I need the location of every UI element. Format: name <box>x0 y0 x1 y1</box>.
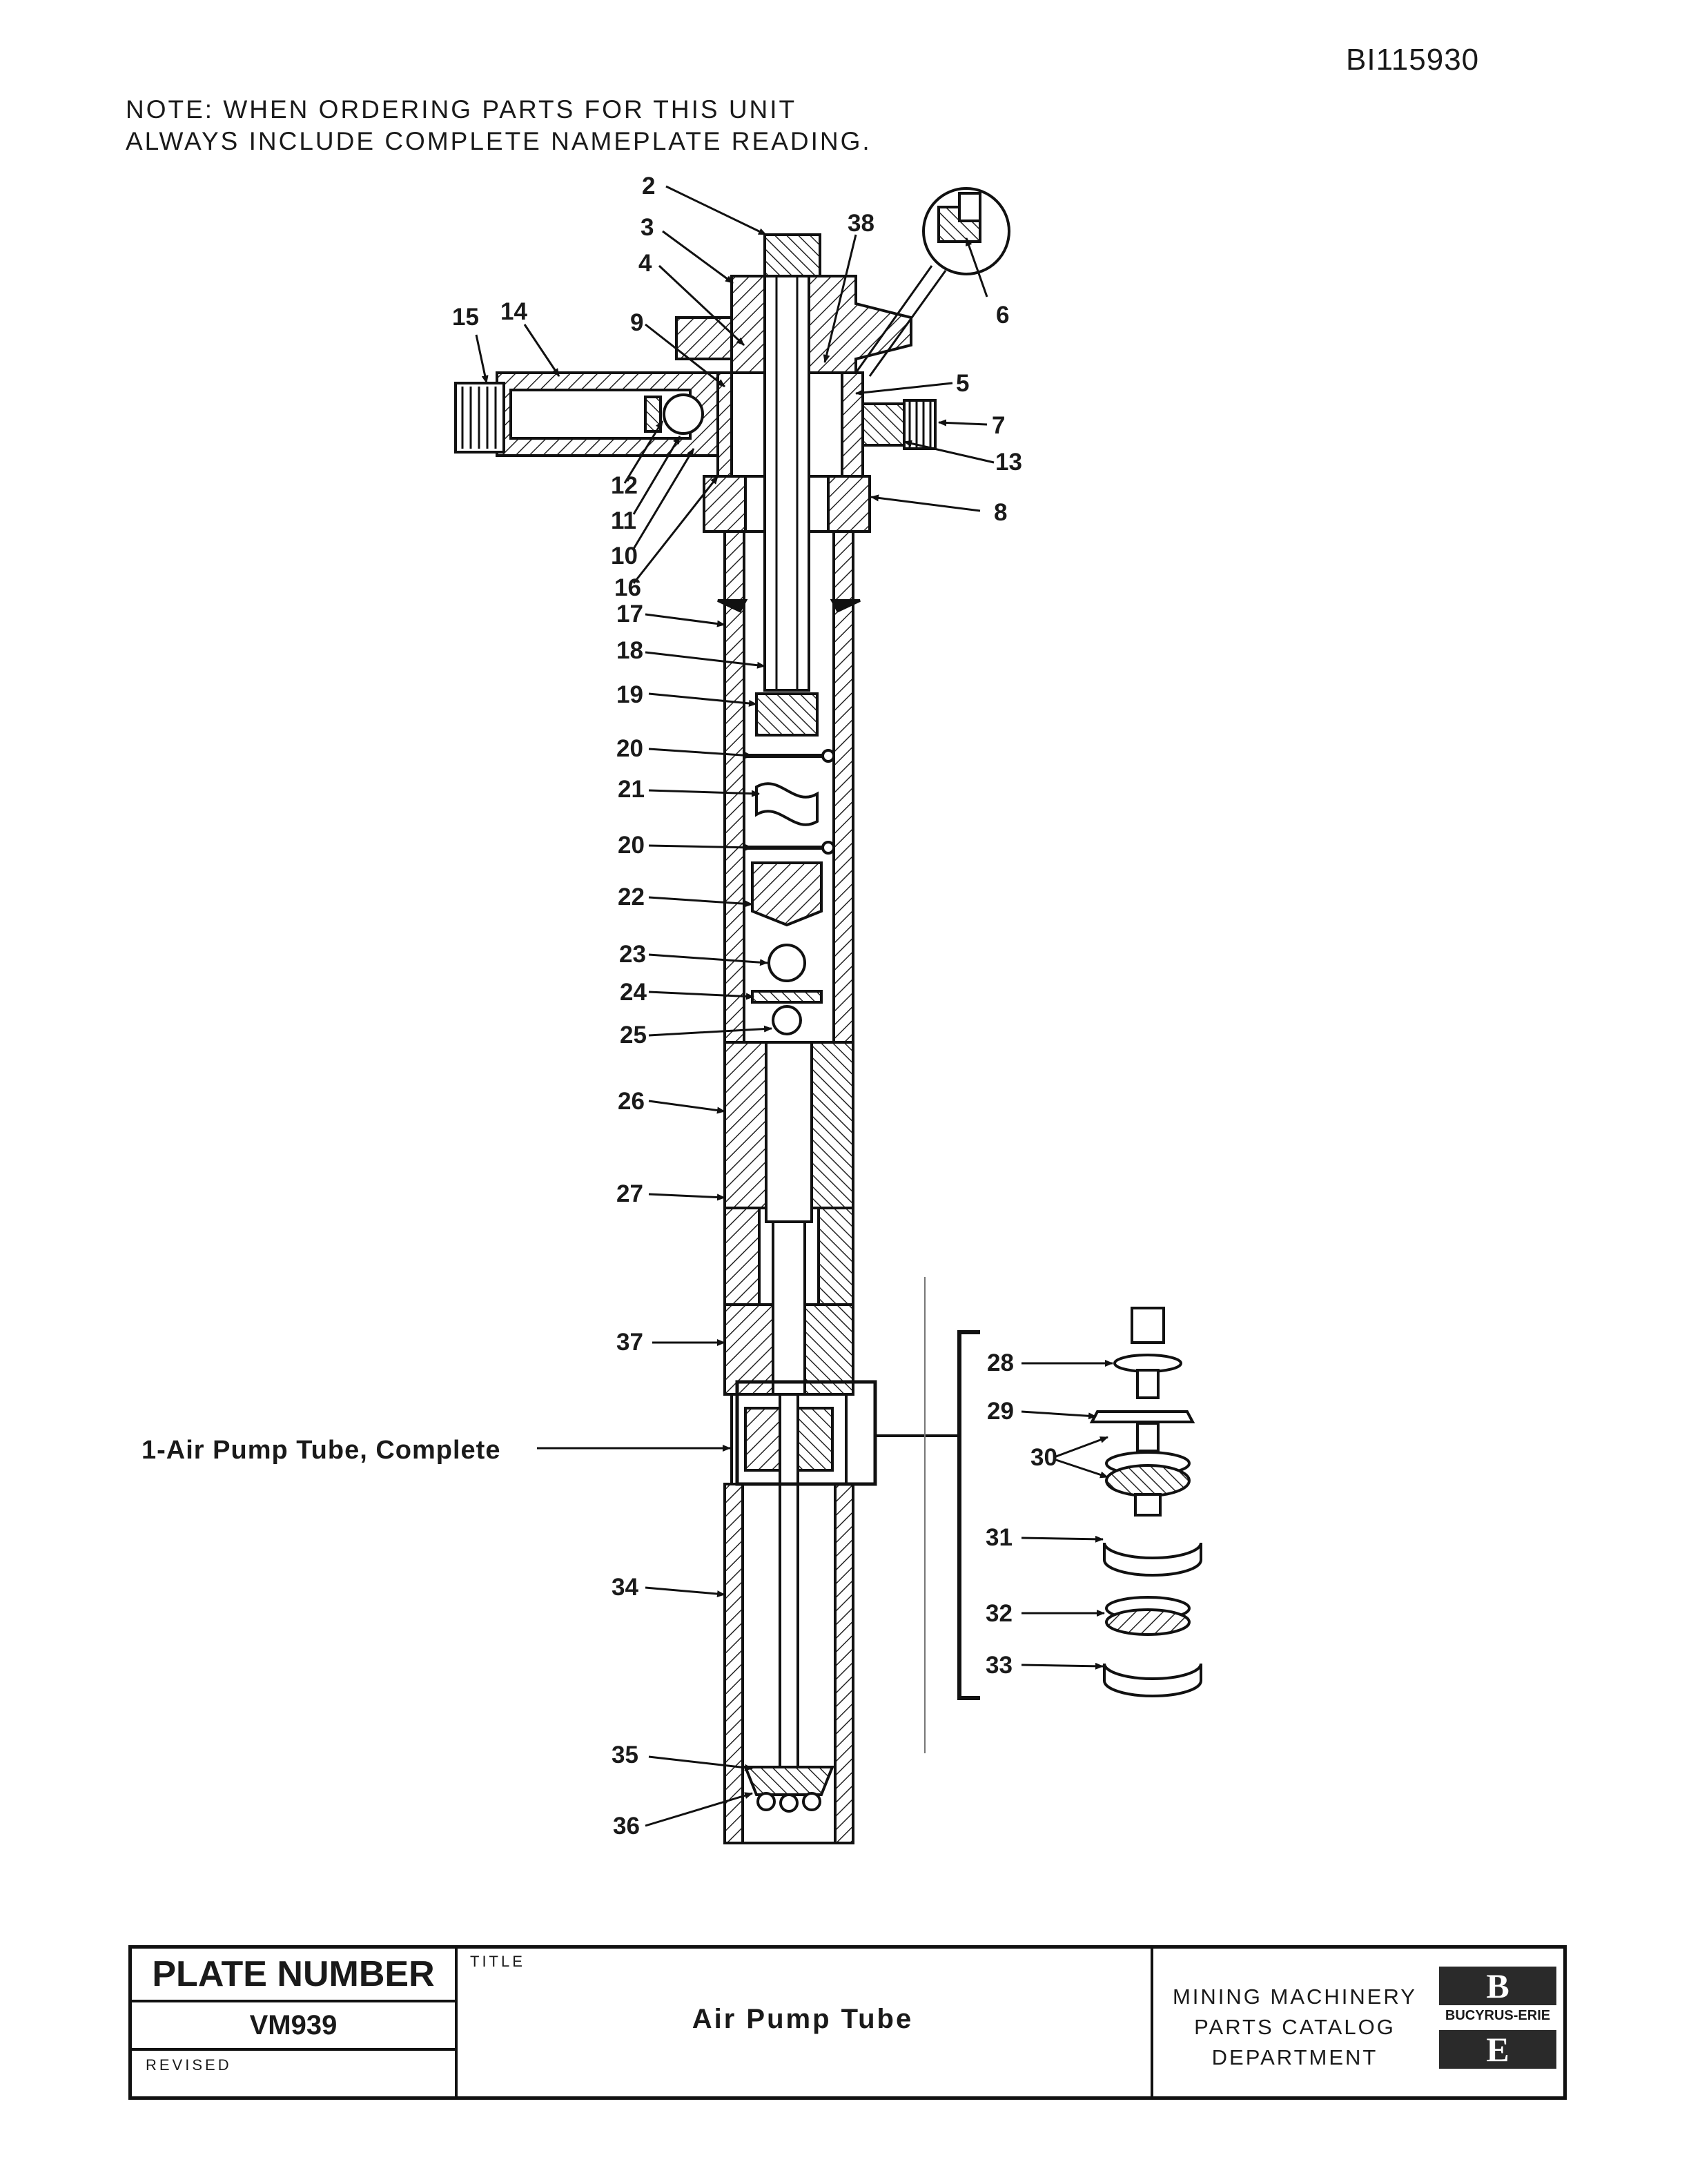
plate-number-value: VM939 <box>132 2002 455 2051</box>
callout-28: 28 <box>987 1349 1014 1376</box>
department-line-2: PARTS CATALOG <box>1194 2015 1396 2039</box>
callout-38: 38 <box>848 210 874 237</box>
callout-22: 22 <box>618 884 645 910</box>
logo-letter-e: E <box>1439 2030 1556 2069</box>
callout-35: 35 <box>612 1742 638 1768</box>
callout-34: 34 <box>612 1574 638 1601</box>
callout-5: 5 <box>956 370 970 397</box>
callout-31: 31 <box>986 1524 1013 1551</box>
callout-20-lower: 20 <box>618 832 645 859</box>
callout-10: 10 <box>611 543 638 569</box>
head-assembly <box>454 187 1010 533</box>
callout-8: 8 <box>994 499 1008 526</box>
callout-37: 37 <box>616 1329 643 1356</box>
revised-label: REVISED <box>146 2056 232 2074</box>
callout-36: 36 <box>613 1813 640 1840</box>
plate-number-cell: PLATE NUMBER VM939 REVISED <box>132 1949 458 2096</box>
callout-17: 17 <box>616 601 643 627</box>
bucyrus-erie-logo: B BUCYRUS-ERIE E <box>1439 1967 1556 2084</box>
callout-4: 4 <box>638 250 652 277</box>
callout-13: 13 <box>995 449 1022 476</box>
callout-7: 7 <box>992 412 1006 439</box>
callout-11: 11 <box>611 507 636 534</box>
note-line-2: ALWAYS INCLUDE COMPLETE NAMEPLATE READIN… <box>126 127 872 155</box>
tube-body <box>717 275 861 1844</box>
callout-23: 23 <box>619 941 646 968</box>
department-line-3: DEPARTMENT <box>1211 2045 1378 2069</box>
title-label: TITLE <box>470 1953 525 1970</box>
callout-15: 15 <box>452 304 479 331</box>
callout-32: 32 <box>986 1600 1013 1627</box>
title-block: PLATE NUMBER VM939 REVISED TITLE Air Pum… <box>128 1945 1567 2100</box>
callout-14: 14 <box>500 298 527 325</box>
callout-25: 25 <box>620 1022 647 1049</box>
department-cell: MINING MACHINERY PARTS CATALOG DEPARTMEN… <box>1151 1949 1566 2096</box>
leader-lines <box>475 185 1113 1827</box>
plate-number-label: PLATE NUMBER <box>132 1949 455 2002</box>
callout-2: 2 <box>642 173 656 199</box>
drawing-title: Air Pump Tube <box>692 2004 914 2034</box>
logo-letter-b: B <box>1439 1967 1556 2005</box>
callout-30: 30 <box>1030 1444 1057 1471</box>
exploded-view <box>1089 1307 1202 1697</box>
department-line-1: MINING MACHINERY <box>1172 1985 1417 2009</box>
department-text: MINING MACHINERY PARTS CATALOG DEPARTMEN… <box>1160 1982 1429 2073</box>
note-line-1: NOTE: WHEN ORDERING PARTS FOR THIS UNIT <box>126 95 797 124</box>
callout-12: 12 <box>611 472 638 499</box>
assembly-label: 1-Air Pump Tube, Complete <box>141 1436 501 1465</box>
callout-6: 6 <box>996 302 1010 329</box>
callout-16: 16 <box>614 574 641 601</box>
callout-21: 21 <box>618 776 645 803</box>
logo-company-name: BUCYRUS-ERIE <box>1445 2008 1551 2023</box>
ordering-note: NOTE: WHEN ORDERING PARTS FOR THIS UNIT … <box>126 94 872 157</box>
callout-26: 26 <box>618 1088 645 1115</box>
callout-24: 24 <box>620 979 647 1006</box>
assembly-box <box>735 1277 980 1753</box>
callout-33: 33 <box>986 1652 1013 1679</box>
callout-27: 27 <box>616 1180 643 1207</box>
callout-3: 3 <box>641 214 654 241</box>
document-id: BI115930 <box>1346 43 1480 77</box>
callout-19: 19 <box>616 681 643 708</box>
callout-18: 18 <box>616 637 643 664</box>
callout-9: 9 <box>630 309 644 336</box>
callout-29: 29 <box>987 1398 1014 1425</box>
callout-20-upper: 20 <box>616 735 643 762</box>
